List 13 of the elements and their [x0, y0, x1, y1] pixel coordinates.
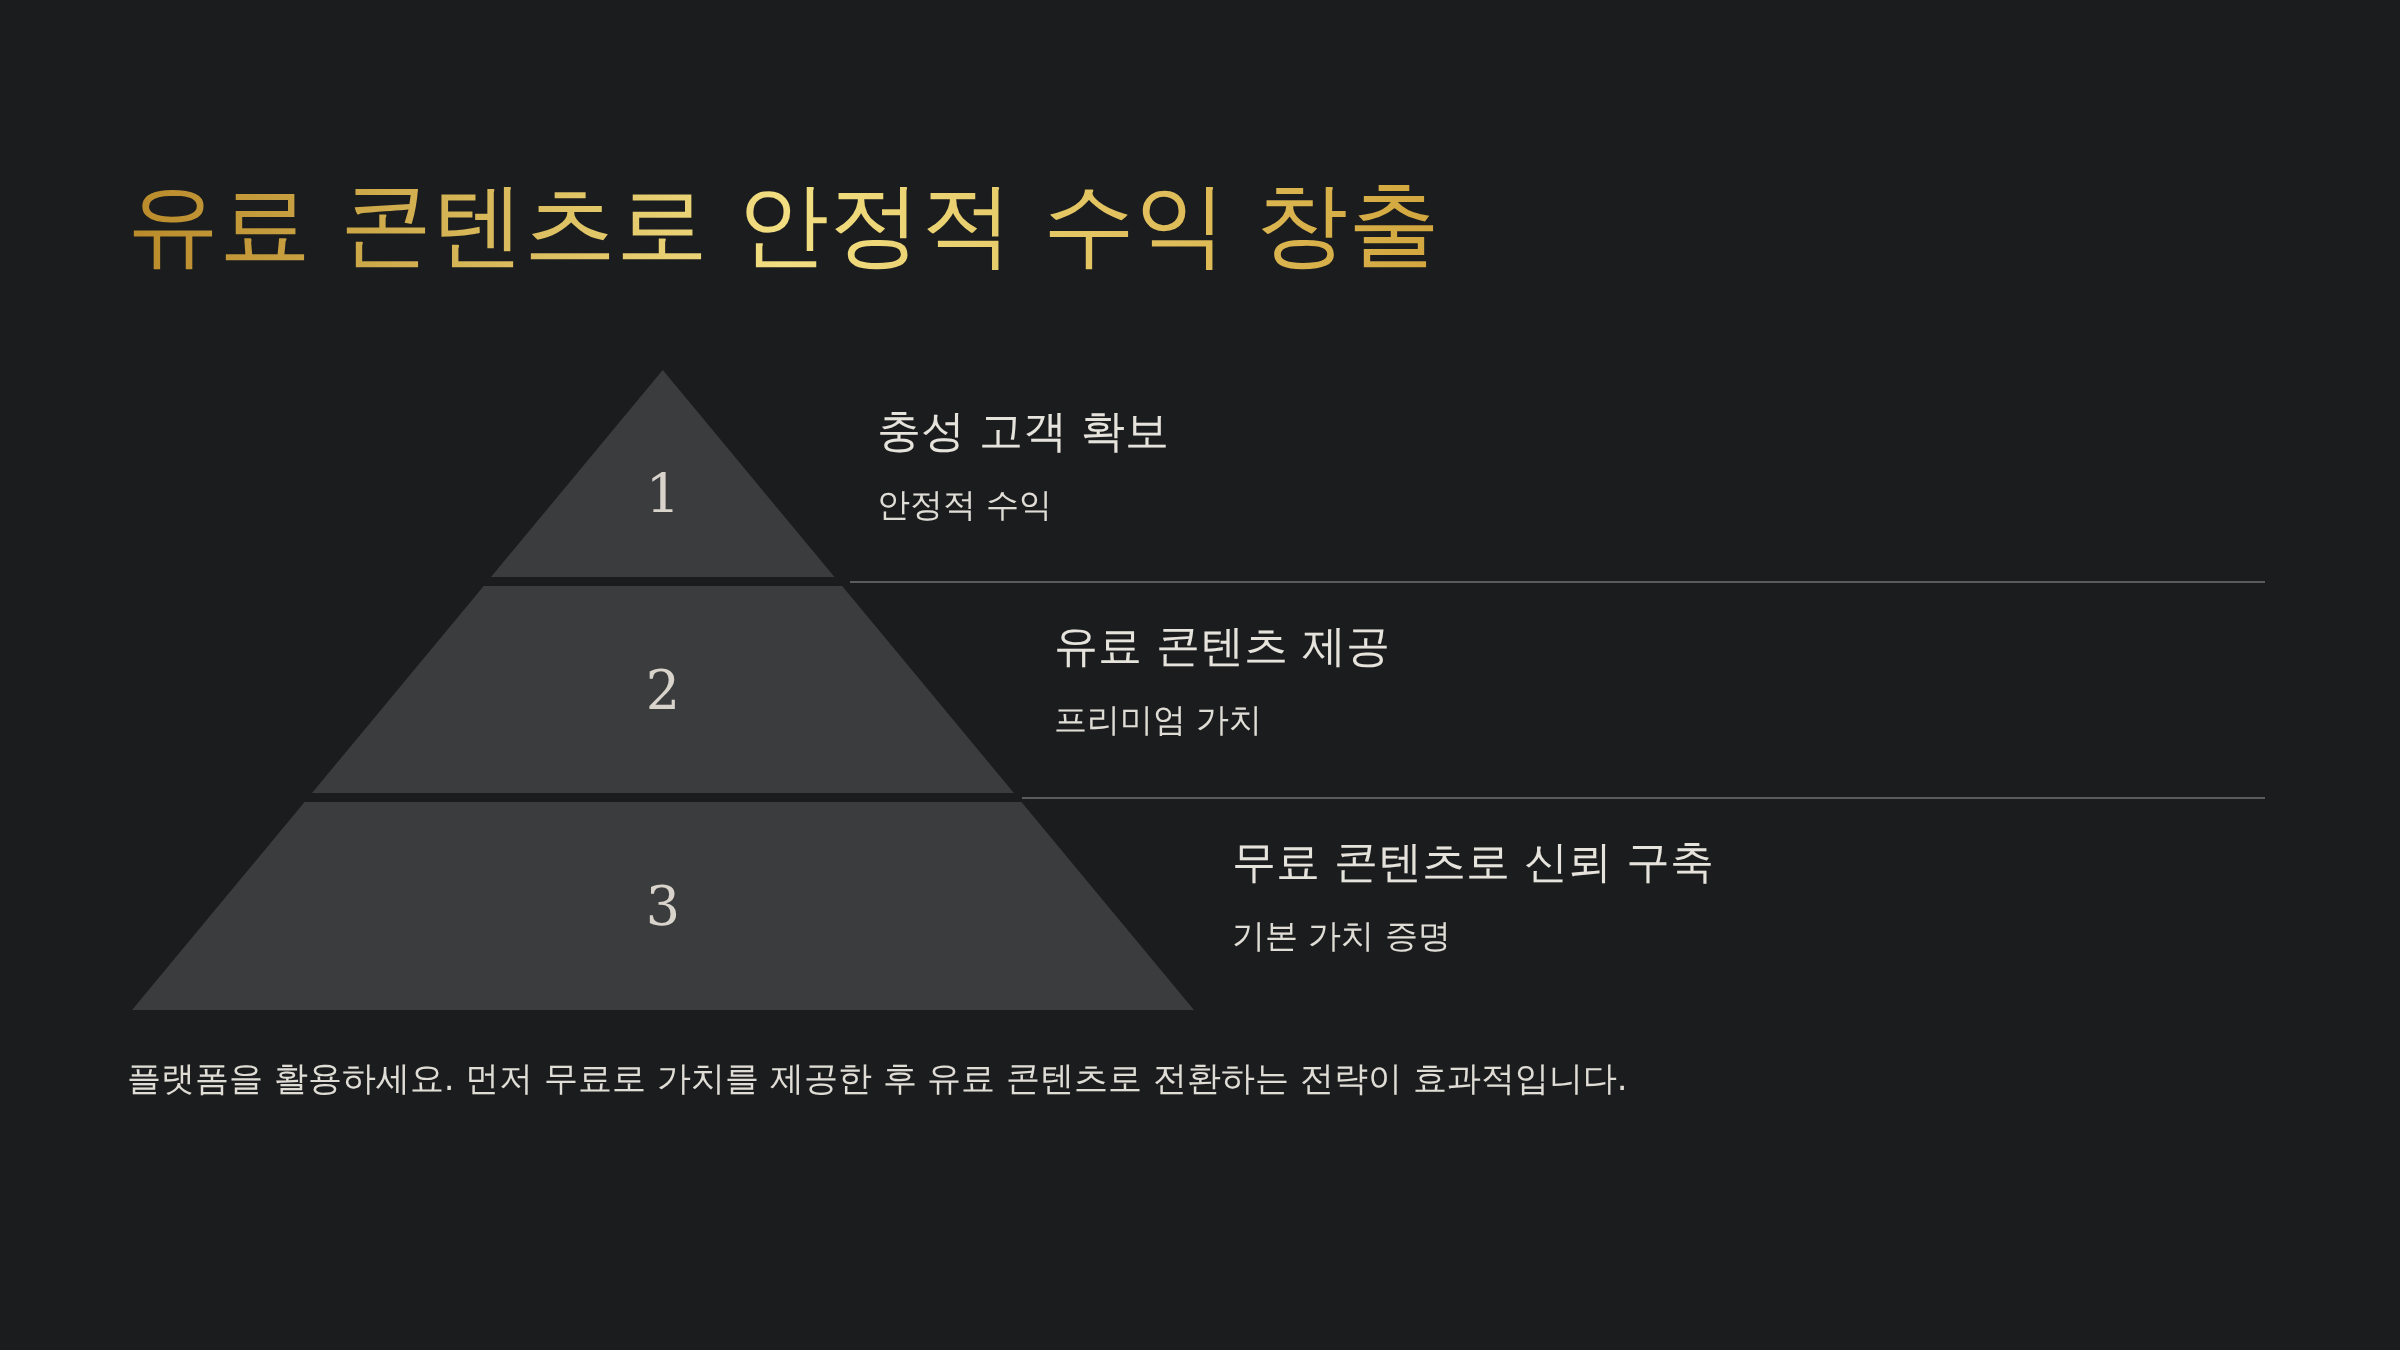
tier-heading: 무료 콘텐츠로 신뢰 구축 [1232, 836, 1714, 889]
tier-subtitle: 프리미엄 가치 [1054, 700, 1263, 740]
tier-heading: 유료 콘텐츠 제공 [1054, 620, 1390, 673]
pyramid-tier [312, 586, 1014, 793]
tier-number: 3 [645, 874, 681, 938]
tier-number: 1 [645, 462, 681, 526]
pyramid-tier [491, 370, 835, 577]
tier-heading: 충성 고객 확보 [877, 405, 1169, 458]
tier-subtitle: 안정적 수익 [877, 485, 1053, 525]
tier-subtitle: 기본 가치 증명 [1232, 916, 1451, 956]
pyramid-tier [132, 802, 1194, 1010]
paragraph: 플랫폼을 활용하세요. 먼저 무료로 가치를 제공한 후 유료 콘텐츠로 전환하는 전략이 효과적입니다. [127, 1057, 1629, 1100]
tier-number: 2 [645, 658, 681, 721]
